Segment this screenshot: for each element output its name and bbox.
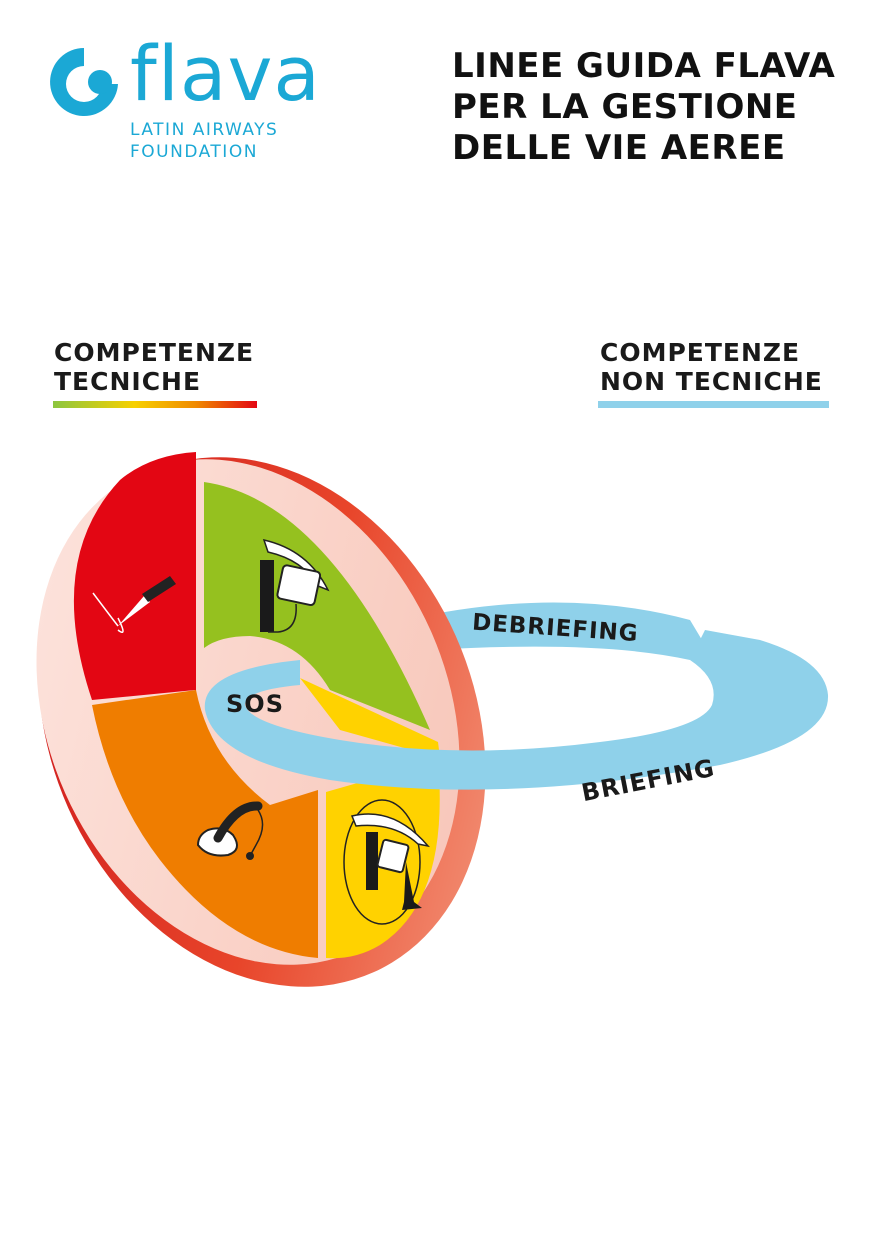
technical-skills-heading: COMPETENZE TECNICHE [54, 338, 254, 396]
logo-mark-icon [50, 48, 118, 116]
quadrant-orange [92, 690, 318, 958]
laryngoscope-icon [260, 538, 330, 633]
page-title: LINEE GUIDA FLAVA PER LA GESTIONE DELLE … [452, 46, 852, 169]
title-line2: PER LA GESTIONE [452, 87, 798, 127]
technical-skills-gradient-bar [53, 401, 257, 408]
sos-label: SOS [226, 690, 284, 718]
non-technical-skills-heading: COMPETENZE NON TECNICHE [600, 338, 823, 396]
ring-front [204, 630, 829, 790]
quadrant-yellow-inner [300, 678, 440, 758]
technical-heading-line1: COMPETENZE [54, 338, 255, 367]
logo-subtitle-line1: LATIN AIRWAYS [130, 120, 279, 140]
non-technical-heading-line1: COMPETENZE [600, 338, 801, 367]
supraglottic-device-icon [196, 801, 264, 860]
quadrant-green [204, 482, 430, 730]
title-line1: LINEE GUIDA FLAVA [452, 46, 836, 86]
ring-back [405, 602, 705, 660]
technical-heading-line2: TECNICHE [54, 367, 202, 396]
scalpel-icon [92, 576, 176, 633]
logo-subtitle-line2: FOUNDATION [130, 142, 258, 162]
flava-logo: flava LATIN AIRWAYS FOUNDATION [48, 36, 348, 170]
non-technical-skills-bar [598, 401, 829, 408]
videolaryngoscope-icon [343, 799, 430, 925]
non-technical-heading-line2: NON TECNICHE [600, 367, 823, 396]
logo-wordmark: flava [130, 29, 321, 118]
title-line3: DELLE VIE AEREE [452, 128, 786, 168]
